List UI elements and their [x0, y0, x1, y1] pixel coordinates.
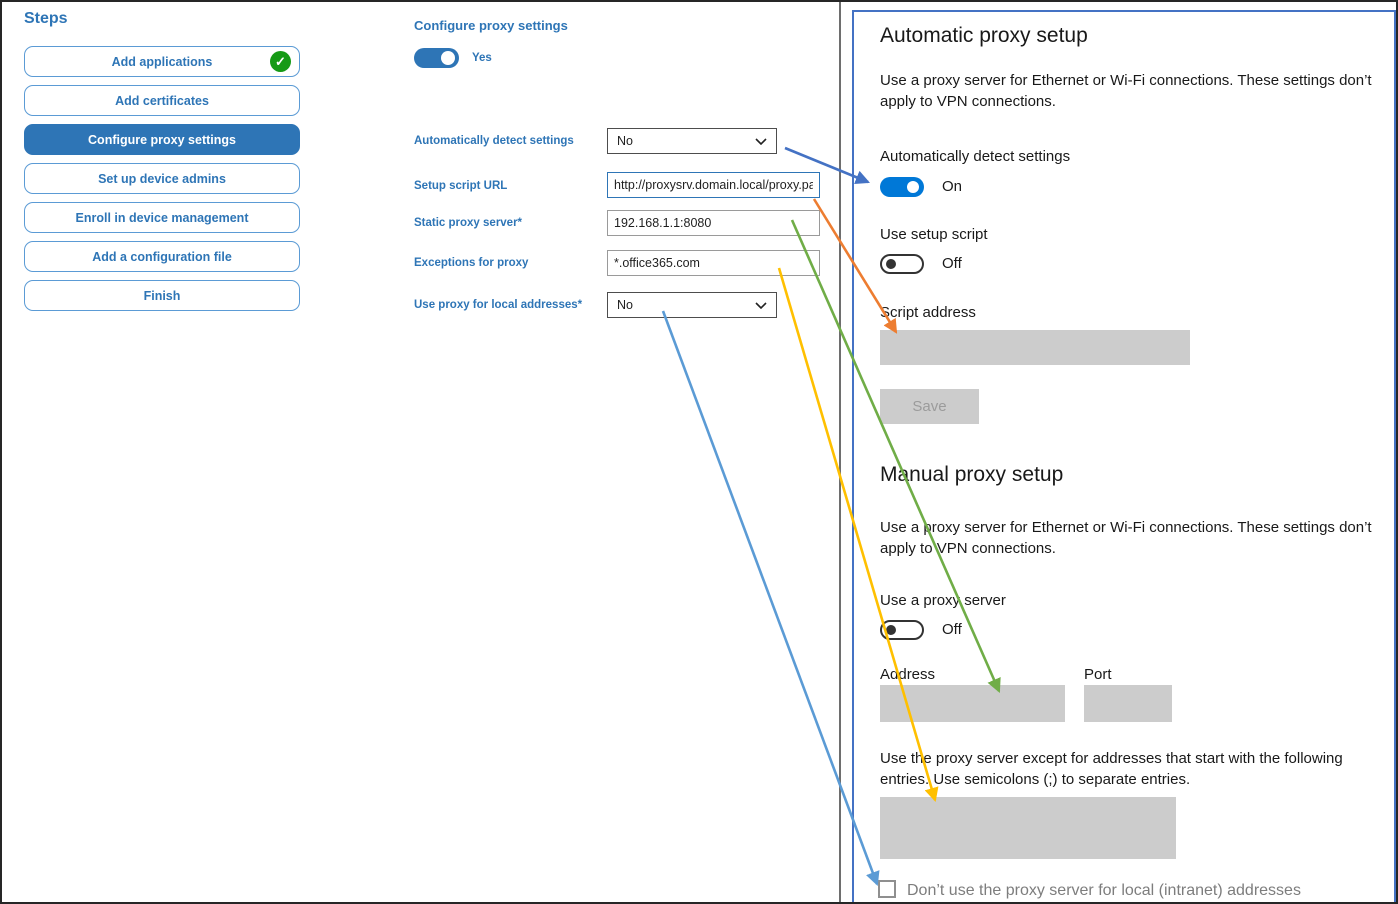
step-label: Enroll in device management: [75, 210, 249, 225]
manual-proxy-setup-heading: Manual proxy setup: [880, 463, 1064, 486]
address-label: Address: [880, 666, 936, 683]
use-setup-script-label: Use setup script: [880, 226, 988, 243]
use-setup-script-toggle[interactable]: [880, 254, 924, 274]
chevron-down-icon: [755, 301, 767, 309]
exceptions-for-proxy-label: Exceptions for proxy: [414, 257, 529, 269]
detect-settings-state: On: [942, 178, 963, 195]
toggle-knob: [441, 51, 455, 65]
step-add-a-configuration-file[interactable]: Add a configuration file: [24, 241, 300, 272]
setup-script-url-input[interactable]: [607, 172, 820, 198]
use-a-proxy-server-toggle[interactable]: [880, 620, 924, 640]
manual-proxy-description: Use a proxy server for Ethernet or Wi-Fi…: [880, 519, 1372, 557]
automatic-proxy-description: Use a proxy server for Ethernet or Wi-Fi…: [880, 72, 1372, 110]
local-addresses-checkbox[interactable]: [878, 880, 896, 898]
use-setup-script-state: Off: [942, 255, 962, 272]
auto-detect-select[interactable]: No: [607, 128, 777, 154]
step-add-certificates[interactable]: Add certificates: [24, 85, 300, 116]
proxy-exceptions-hint: Use the proxy server except for addresse…: [880, 750, 1343, 788]
local-addresses-checkbox-label: Don’t use the proxy server for local (in…: [907, 882, 1301, 899]
use-proxy-local-label: Use proxy for local addresses*: [414, 299, 583, 311]
exceptions-for-proxy-input[interactable]: [607, 250, 820, 276]
toggle-knob: [907, 181, 919, 193]
completed-check-icon: ✓: [270, 51, 291, 72]
toggle-knob: [886, 259, 896, 269]
step-label: Set up device admins: [98, 171, 226, 186]
static-proxy-server-input[interactable]: [607, 210, 820, 236]
static-proxy-server-label: Static proxy server*: [414, 217, 523, 229]
proxy-exceptions-textarea[interactable]: [880, 797, 1176, 859]
setup-script-url-label: Setup script URL: [414, 180, 508, 192]
use-a-proxy-server-state: Off: [942, 621, 962, 638]
use-a-proxy-server-label: Use a proxy server: [880, 592, 1006, 609]
step-add-applications[interactable]: Add applications ✓: [24, 46, 300, 77]
step-configure-proxy-settings[interactable]: Configure proxy settings: [24, 124, 300, 155]
automatic-proxy-setup-heading: Automatic proxy setup: [880, 24, 1088, 47]
step-label: Add a configuration file: [92, 249, 232, 264]
step-finish[interactable]: Finish: [24, 280, 300, 311]
port-input[interactable]: [1084, 685, 1172, 722]
save-button[interactable]: Save: [880, 389, 979, 424]
configure-proxy-toggle[interactable]: [414, 48, 459, 68]
step-label: Add certificates: [115, 93, 209, 108]
script-address-label: Script address: [880, 304, 976, 321]
script-address-input[interactable]: [880, 330, 1190, 365]
windows-proxy-settings-panel: Automatic proxy setup Use a proxy server…: [852, 10, 1396, 902]
step-label: Configure proxy settings: [88, 132, 236, 147]
panel-divider: [839, 2, 841, 902]
select-value: No: [617, 134, 633, 148]
port-label: Port: [1084, 666, 1112, 683]
auto-detect-label: Automatically detect settings: [414, 135, 574, 147]
use-proxy-local-select[interactable]: No: [607, 292, 777, 318]
detect-settings-toggle[interactable]: [880, 177, 924, 197]
select-value: No: [617, 298, 633, 312]
step-set-up-device-admins[interactable]: Set up device admins: [24, 163, 300, 194]
toggle-knob: [886, 625, 896, 635]
arrow-local-addresses: [661, 310, 880, 887]
steps-heading: Steps: [24, 10, 68, 27]
step-label: Finish: [143, 288, 181, 303]
step-label: Add applications: [111, 54, 213, 69]
address-input[interactable]: [880, 685, 1065, 722]
detect-settings-label: Automatically detect settings: [880, 148, 1071, 165]
configure-proxy-toggle-state: Yes: [472, 52, 492, 64]
step-enroll-in-device-management[interactable]: Enroll in device management: [24, 202, 300, 233]
chevron-down-icon: [755, 137, 767, 145]
configure-proxy-settings-title: Configure proxy settings: [414, 18, 568, 33]
